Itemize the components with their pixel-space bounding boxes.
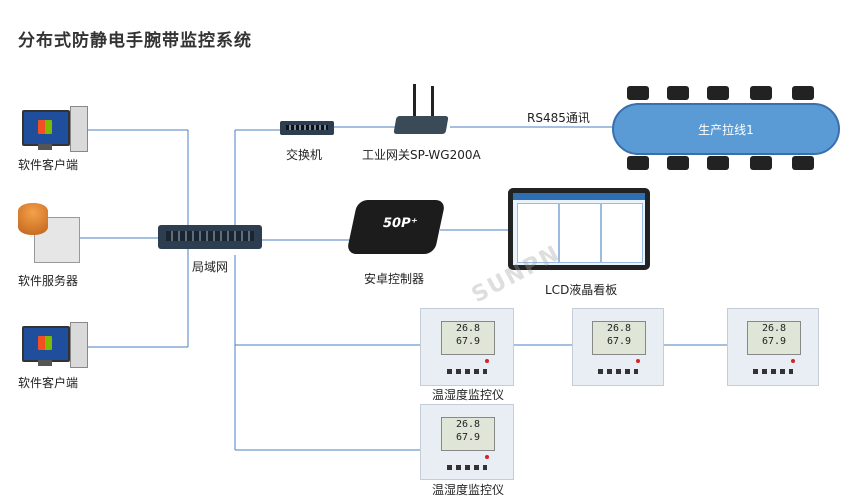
humidity-reading: 67.9 (761, 336, 787, 347)
temperature-humidity-monitor: 26.8 67.9 (420, 404, 514, 480)
temp-reading: 26.8 (761, 323, 787, 334)
client-top-label: 软件客户端 (18, 158, 79, 172)
monitor-display: 26.8 67.9 (441, 321, 495, 355)
server-icon (18, 203, 80, 263)
humidity-reading: 67.9 (455, 432, 481, 443)
sensor-unit-icon (667, 156, 689, 170)
sensor-unit-icon (707, 86, 729, 100)
sensor-unit-icon (792, 86, 814, 100)
android-controller-icon: 50P⁺ (346, 200, 446, 254)
sensor-unit-icon (792, 156, 814, 170)
lcd-screen (513, 193, 645, 265)
sensor-unit-icon (750, 86, 772, 100)
production-line-label: 生产拉线1 (698, 123, 754, 137)
humidity-reading: 67.9 (606, 336, 632, 347)
monitor-display: 26.8 67.9 (747, 321, 801, 355)
humidity-reading: 67.9 (455, 336, 481, 347)
tower-icon (70, 322, 88, 368)
client-computer-bottom (22, 322, 88, 372)
tower-icon (70, 106, 88, 152)
sensor-unit-icon (750, 156, 772, 170)
client-bottom-label: 软件客户端 (18, 376, 79, 390)
status-led (485, 359, 489, 363)
switch-label: 交换机 (286, 148, 323, 162)
temperature-humidity-monitor: 26.8 67.9 (420, 308, 514, 386)
temp-reading: 26.8 (455, 419, 481, 430)
lcd-board-label: LCD液晶看板 (545, 283, 618, 297)
sensor-unit-icon (627, 156, 649, 170)
gateway-icon (393, 84, 451, 140)
lcd-board-icon (508, 188, 650, 270)
monitor-display: 26.8 67.9 (592, 321, 646, 355)
server-label: 软件服务器 (18, 274, 79, 288)
lan-hub-icon (158, 225, 262, 249)
temperature-humidity-monitor: 26.8 67.9 (572, 308, 664, 386)
switch-icon (280, 121, 334, 135)
diagram-title: 分布式防静电手腕带监控系统 (18, 31, 252, 51)
monitor-icon (22, 326, 70, 362)
monitor-icon (22, 110, 70, 146)
monitor-1-label: 温湿度监控仪 (432, 388, 505, 402)
gateway-label: 工业网关SP-WG200A (362, 148, 481, 162)
controller-badge: 50P⁺ (381, 216, 419, 231)
lan-label: 局域网 (192, 260, 229, 274)
status-led (791, 359, 795, 363)
android-controller-label: 安卓控制器 (364, 272, 425, 286)
temp-reading: 26.8 (606, 323, 632, 334)
monitor-4-label: 温湿度监控仪 (432, 483, 505, 497)
status-led (485, 455, 489, 459)
sensor-unit-icon (627, 86, 649, 100)
production-line: 生产拉线1 (612, 103, 840, 155)
temperature-humidity-monitor: 26.8 67.9 (727, 308, 819, 386)
temp-reading: 26.8 (455, 323, 481, 334)
rs485-label: RS485通讯 (527, 111, 590, 125)
monitor-display: 26.8 67.9 (441, 417, 495, 451)
sensor-unit-icon (707, 156, 729, 170)
status-led (636, 359, 640, 363)
client-computer-top (22, 106, 88, 156)
sensor-unit-icon (667, 86, 689, 100)
